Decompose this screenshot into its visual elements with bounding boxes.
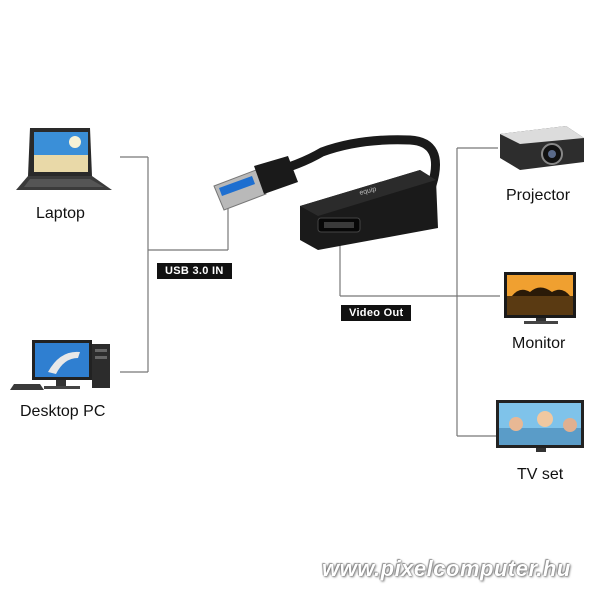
desktop-pc-image [10,340,110,390]
projector-image [500,126,584,170]
monitor-label: Monitor [512,335,566,352]
video-out-tag: Video Out [341,305,412,321]
tv-set-image [496,400,584,452]
projector-label: Projector [506,187,571,204]
laptop-image [16,128,112,190]
tv-set-label: TV set [517,466,564,483]
usb-adapter-image [213,135,440,250]
desktop-pc-label: Desktop PC [20,403,106,420]
monitor-image [504,272,576,324]
left-connector-lines [120,156,229,373]
right-connector-lines [339,147,500,437]
laptop-label: Laptop [36,205,85,222]
usb-in-tag: USB 3.0 IN [157,263,232,279]
watermark-text: www.pixelcomputer.hu [322,556,571,581]
brand-logo-text: equip [359,186,377,197]
